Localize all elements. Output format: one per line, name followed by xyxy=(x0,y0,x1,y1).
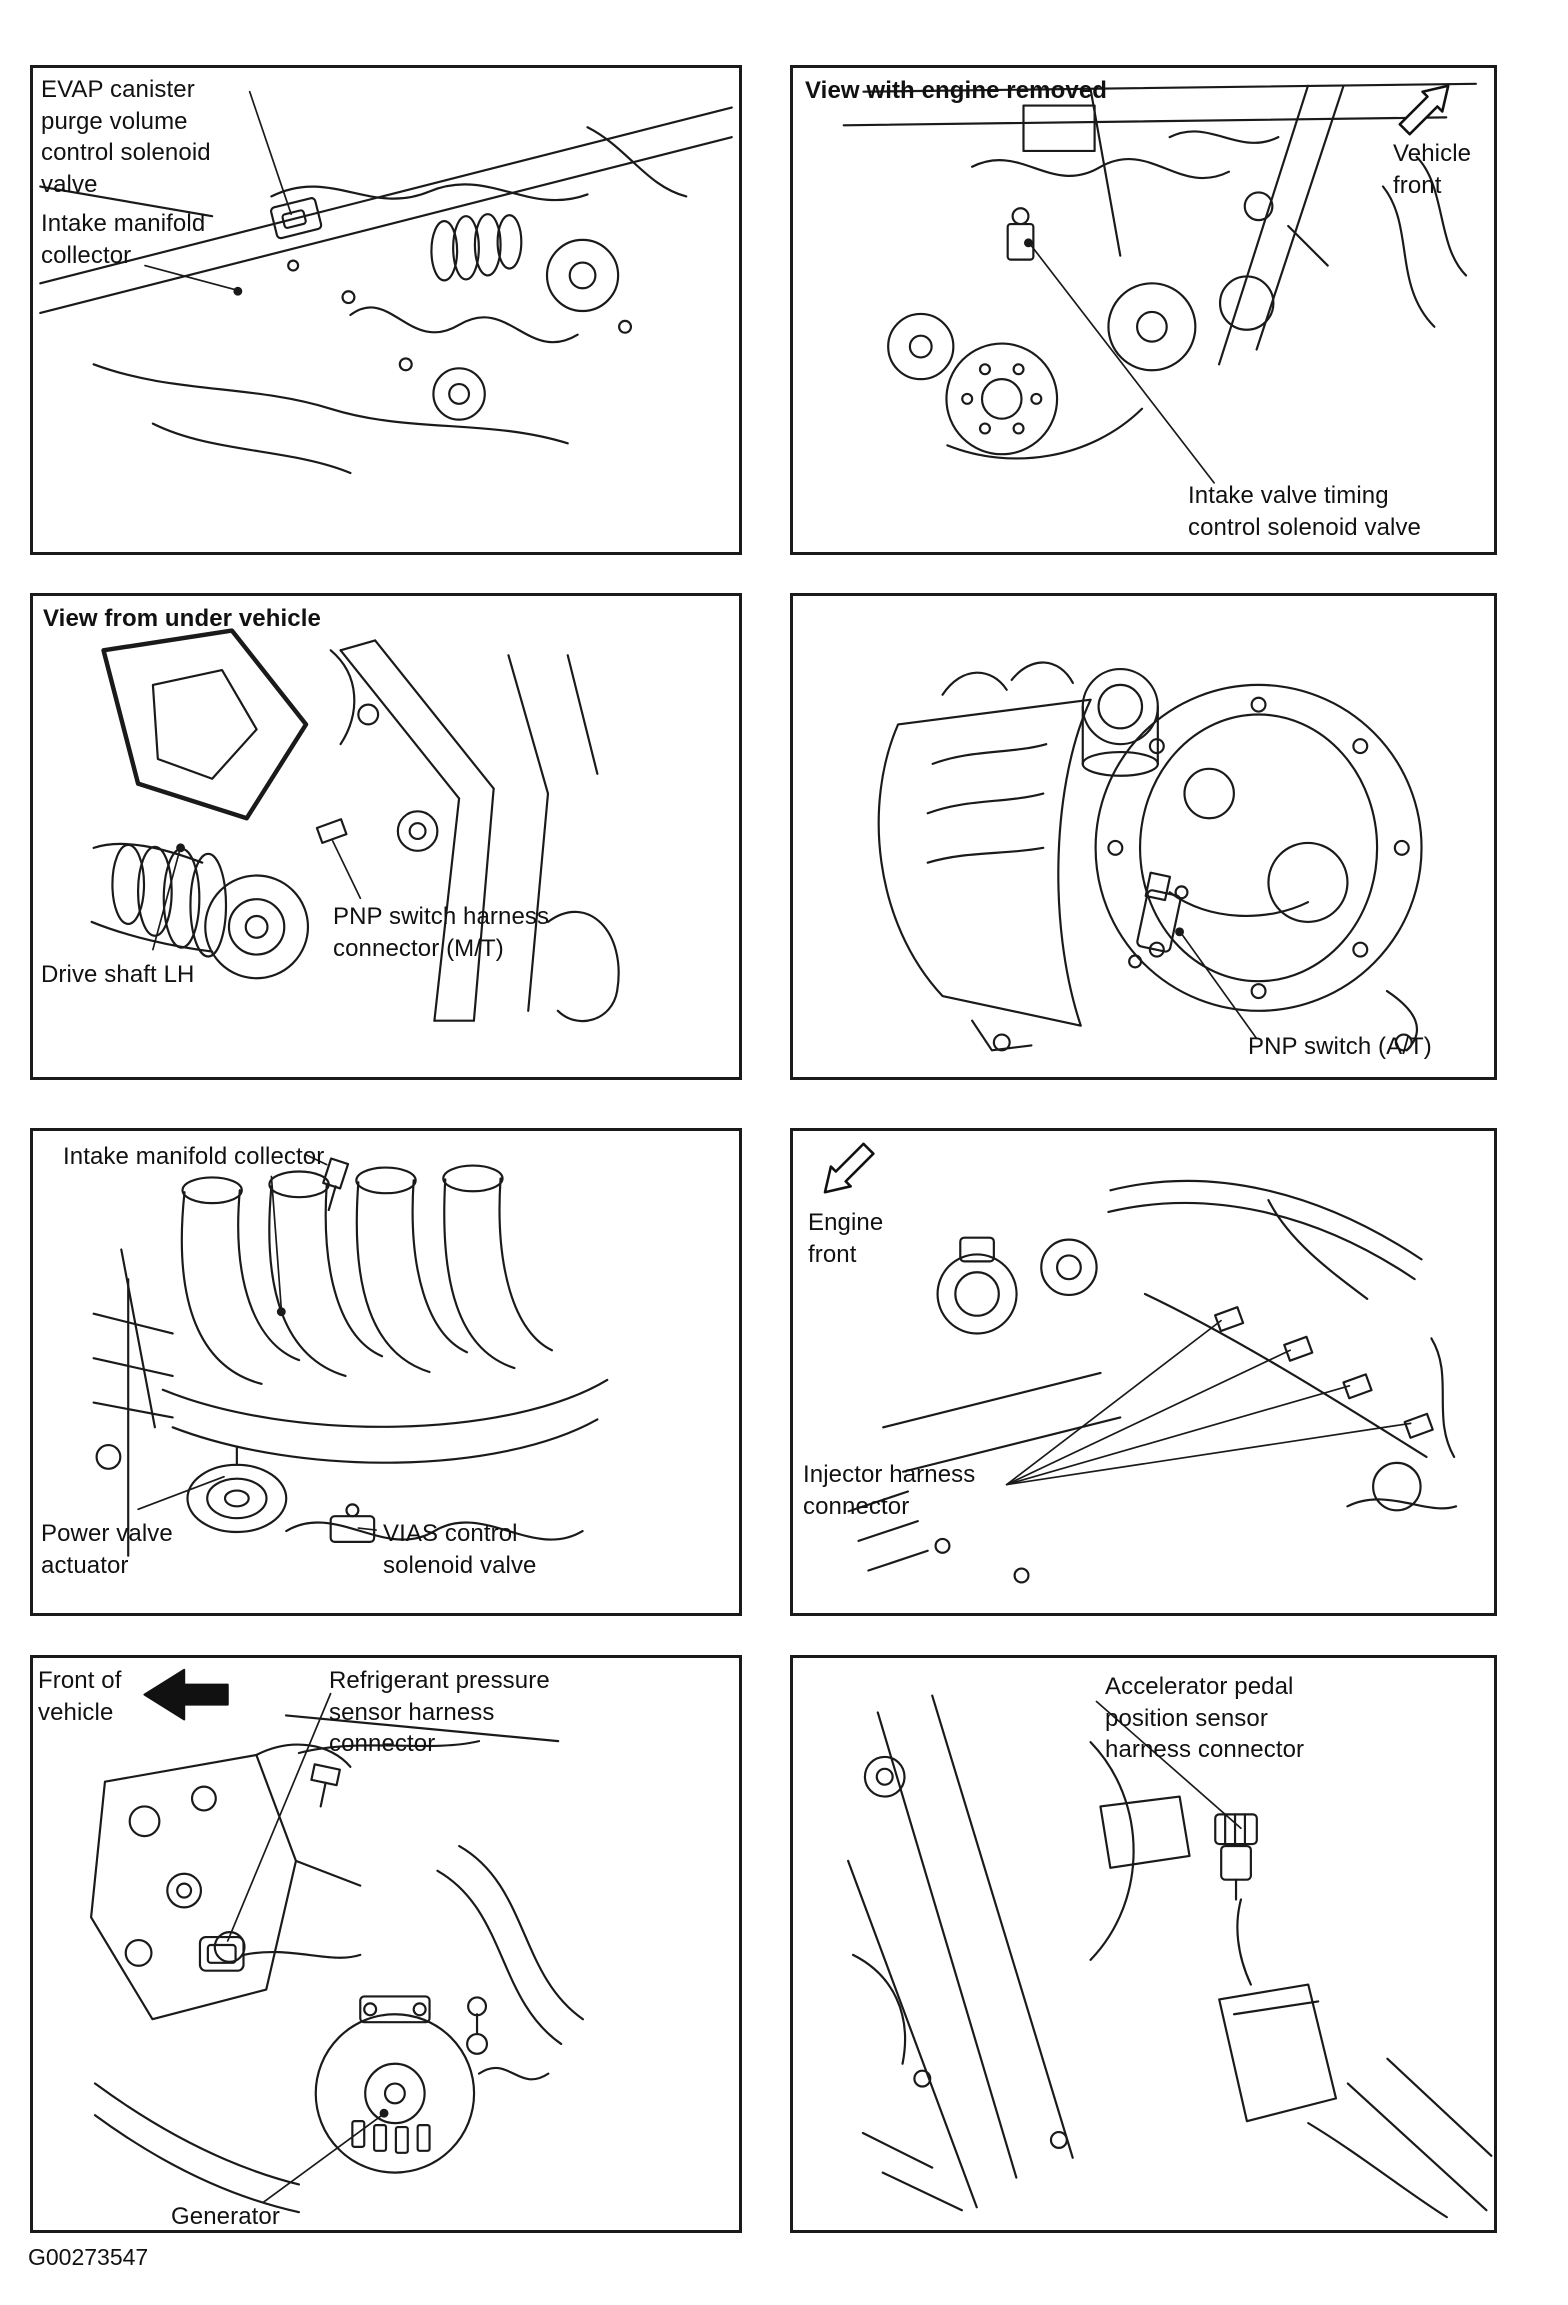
p7-line-art xyxy=(90,1668,585,2214)
p1-line-art xyxy=(39,90,733,475)
engine-front-arrow-icon xyxy=(823,1142,875,1194)
panel-intake-valve-timing: View with engine removed Vehicle front I… xyxy=(790,65,1497,555)
panel2-header-view-engine-removed: View with engine removed xyxy=(805,77,1108,104)
panel3-header-view-under-vehicle: View from under vehicle xyxy=(43,605,321,632)
panel-evap-purge-solenoid: EVAP canister purge volume control solen… xyxy=(30,65,742,555)
panel-injector-harness: Engine front Injector harness connector xyxy=(790,1128,1497,1616)
label-pnp-switch-at: PNP switch (A/T) xyxy=(1248,1033,1432,1060)
label-engine-front: Engine front xyxy=(808,1209,884,1268)
p4-line-art xyxy=(877,661,1423,1052)
label-accelerator-pedal-sensor: Accelerator pedal position sensor harnes… xyxy=(1105,1673,1305,1764)
p3-line-art xyxy=(90,628,620,1023)
label-intake-manifold-collector: Intake manifold collector xyxy=(41,210,206,269)
panel-pnp-switch-at: PNP switch (A/T) xyxy=(790,593,1497,1080)
label-injector-harness-connector: Injector harness connector xyxy=(803,1461,976,1520)
front-of-vehicle-arrow-icon xyxy=(143,1668,229,1721)
label-vehicle-front: Vehicle front xyxy=(1393,140,1472,199)
panel-under-vehicle-pnp-mt: View from under vehicle PNP switch harne… xyxy=(30,593,742,1080)
vehicle-front-arrow-icon xyxy=(1398,84,1450,136)
panel-power-valve-vias: Intake manifold collector Power valve ac… xyxy=(30,1128,742,1616)
p5-line-art xyxy=(92,1153,609,1557)
label-refrigerant-pressure-sensor: Refrigerant pressure sensor harness conn… xyxy=(329,1667,550,1758)
panel-refrigerant-generator: Front of vehicle Refrigerant pressure se… xyxy=(30,1655,742,2233)
label-front-of-vehicle: Front of vehicle xyxy=(38,1667,122,1726)
p2-line-art xyxy=(842,82,1477,484)
p8-line-art xyxy=(847,1694,1493,2219)
figure-code: G00273547 xyxy=(28,2244,149,2270)
label-evap-purge-solenoid: EVAP canister purge volume control solen… xyxy=(41,76,211,199)
label-pnp-switch-harness-mt: PNP switch harness connector (M/T) xyxy=(333,903,550,962)
p6-line-art xyxy=(823,1142,1458,1584)
label-intake-manifold-collector-2: Intake manifold collector xyxy=(63,1143,325,1170)
label-generator: Generator xyxy=(171,2203,280,2230)
label-power-valve-actuator: Power valve actuator xyxy=(41,1520,173,1579)
label-intake-valve-timing-solenoid: Intake valve timing control solenoid val… xyxy=(1188,482,1422,541)
label-vias-control-solenoid: VIAS control solenoid valve xyxy=(383,1520,537,1579)
panel-accelerator-pedal-sensor: Accelerator pedal position sensor harnes… xyxy=(790,1655,1497,2233)
label-drive-shaft-lh: Drive shaft LH xyxy=(41,961,195,988)
